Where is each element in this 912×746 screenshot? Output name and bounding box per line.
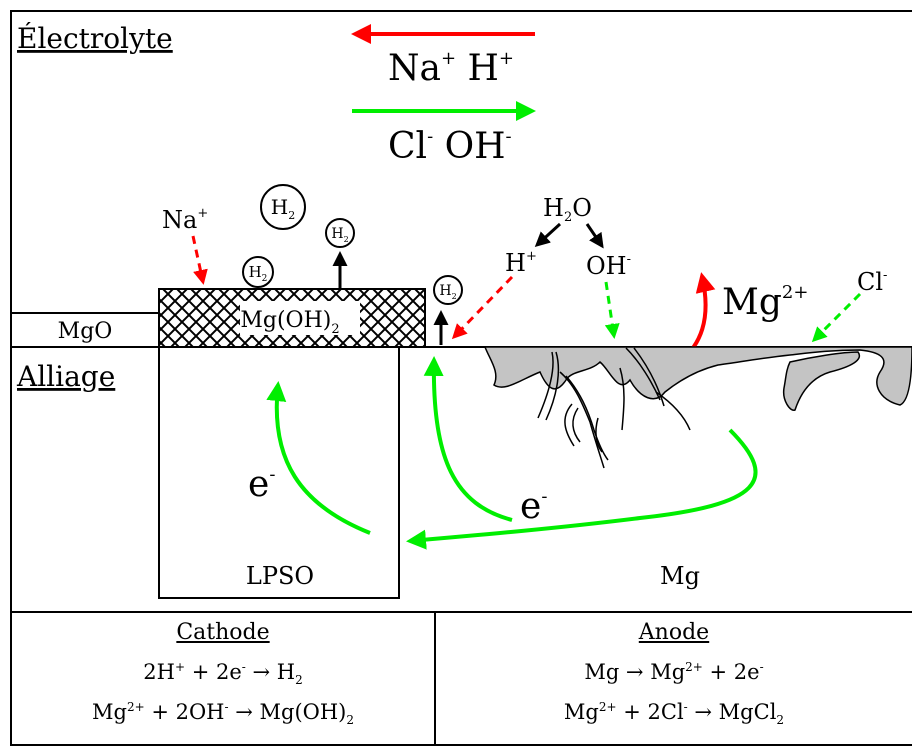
electron-label-mg: e- bbox=[520, 486, 547, 527]
water-to-h-arrow bbox=[534, 222, 562, 248]
electron-arrow-gap bbox=[423, 356, 513, 522]
h2-bubble-large: H2 bbox=[260, 184, 306, 230]
corrosion-region bbox=[483, 346, 912, 406]
svg-text:H2: H2 bbox=[331, 226, 348, 244]
cation-legend-label: Na+ H+ bbox=[388, 48, 514, 89]
na-ion-arrow bbox=[191, 235, 208, 285]
anode-title: Anode bbox=[638, 620, 710, 645]
cathode-equation-1: 2H+ + 2e- → H2 bbox=[143, 660, 303, 688]
anode-equation-2: Mg2+ + 2Cl- → MgCl2 bbox=[563, 700, 785, 728]
h2-bubble-gap: H2 bbox=[433, 275, 463, 305]
h2-bubble-rising: H2 bbox=[325, 218, 355, 248]
electron-arrow-lpso bbox=[266, 381, 371, 535]
h2-bubble-small: H2 bbox=[242, 256, 274, 288]
anion-legend-label: Cl- OH- bbox=[388, 126, 512, 167]
diagram-frame bbox=[10, 10, 912, 746]
oh-ion-label: OH- bbox=[586, 252, 631, 280]
anode-equation-1: Mg → Mg2+ + 2e- bbox=[584, 660, 764, 684]
svg-text:H2: H2 bbox=[249, 263, 268, 284]
lpso-phase bbox=[158, 346, 400, 599]
h-ion-arrow bbox=[451, 275, 514, 340]
electron-label-lpso: e- bbox=[248, 464, 275, 505]
oh-ion-arrow bbox=[604, 281, 620, 339]
cl-ion-label: Cl- bbox=[857, 268, 887, 296]
water-label: H2O bbox=[543, 194, 592, 225]
pit-cracks bbox=[537, 347, 691, 469]
cathode-equation-2: Mg2+ + 2OH- → Mg(OH)2 bbox=[91, 700, 354, 728]
water-to-oh-arrow bbox=[585, 223, 604, 249]
lpso-label: LPSO bbox=[246, 562, 314, 590]
cathode-title: Cathode bbox=[176, 620, 270, 645]
mgo-label: MgO bbox=[58, 319, 113, 344]
na-ion-label: Na+ bbox=[162, 206, 208, 234]
mg-ion-label: Mg2+ bbox=[722, 282, 808, 323]
cl-ion-arrow bbox=[811, 292, 862, 343]
svg-text:H2: H2 bbox=[271, 195, 295, 222]
hydroxide-label-bg bbox=[240, 301, 360, 335]
svg-text:H2: H2 bbox=[439, 283, 456, 301]
mg-label: Mg bbox=[660, 562, 700, 590]
electron-arrow-main bbox=[406, 428, 758, 550]
alloy-label: Alliage bbox=[16, 360, 115, 393]
corrosion-flake bbox=[782, 351, 861, 411]
electrolyte-label: Électrolyte bbox=[17, 22, 173, 55]
hydroxide-label: Mg(OH)2 bbox=[240, 308, 339, 337]
h-ion-label: H+ bbox=[505, 249, 537, 277]
